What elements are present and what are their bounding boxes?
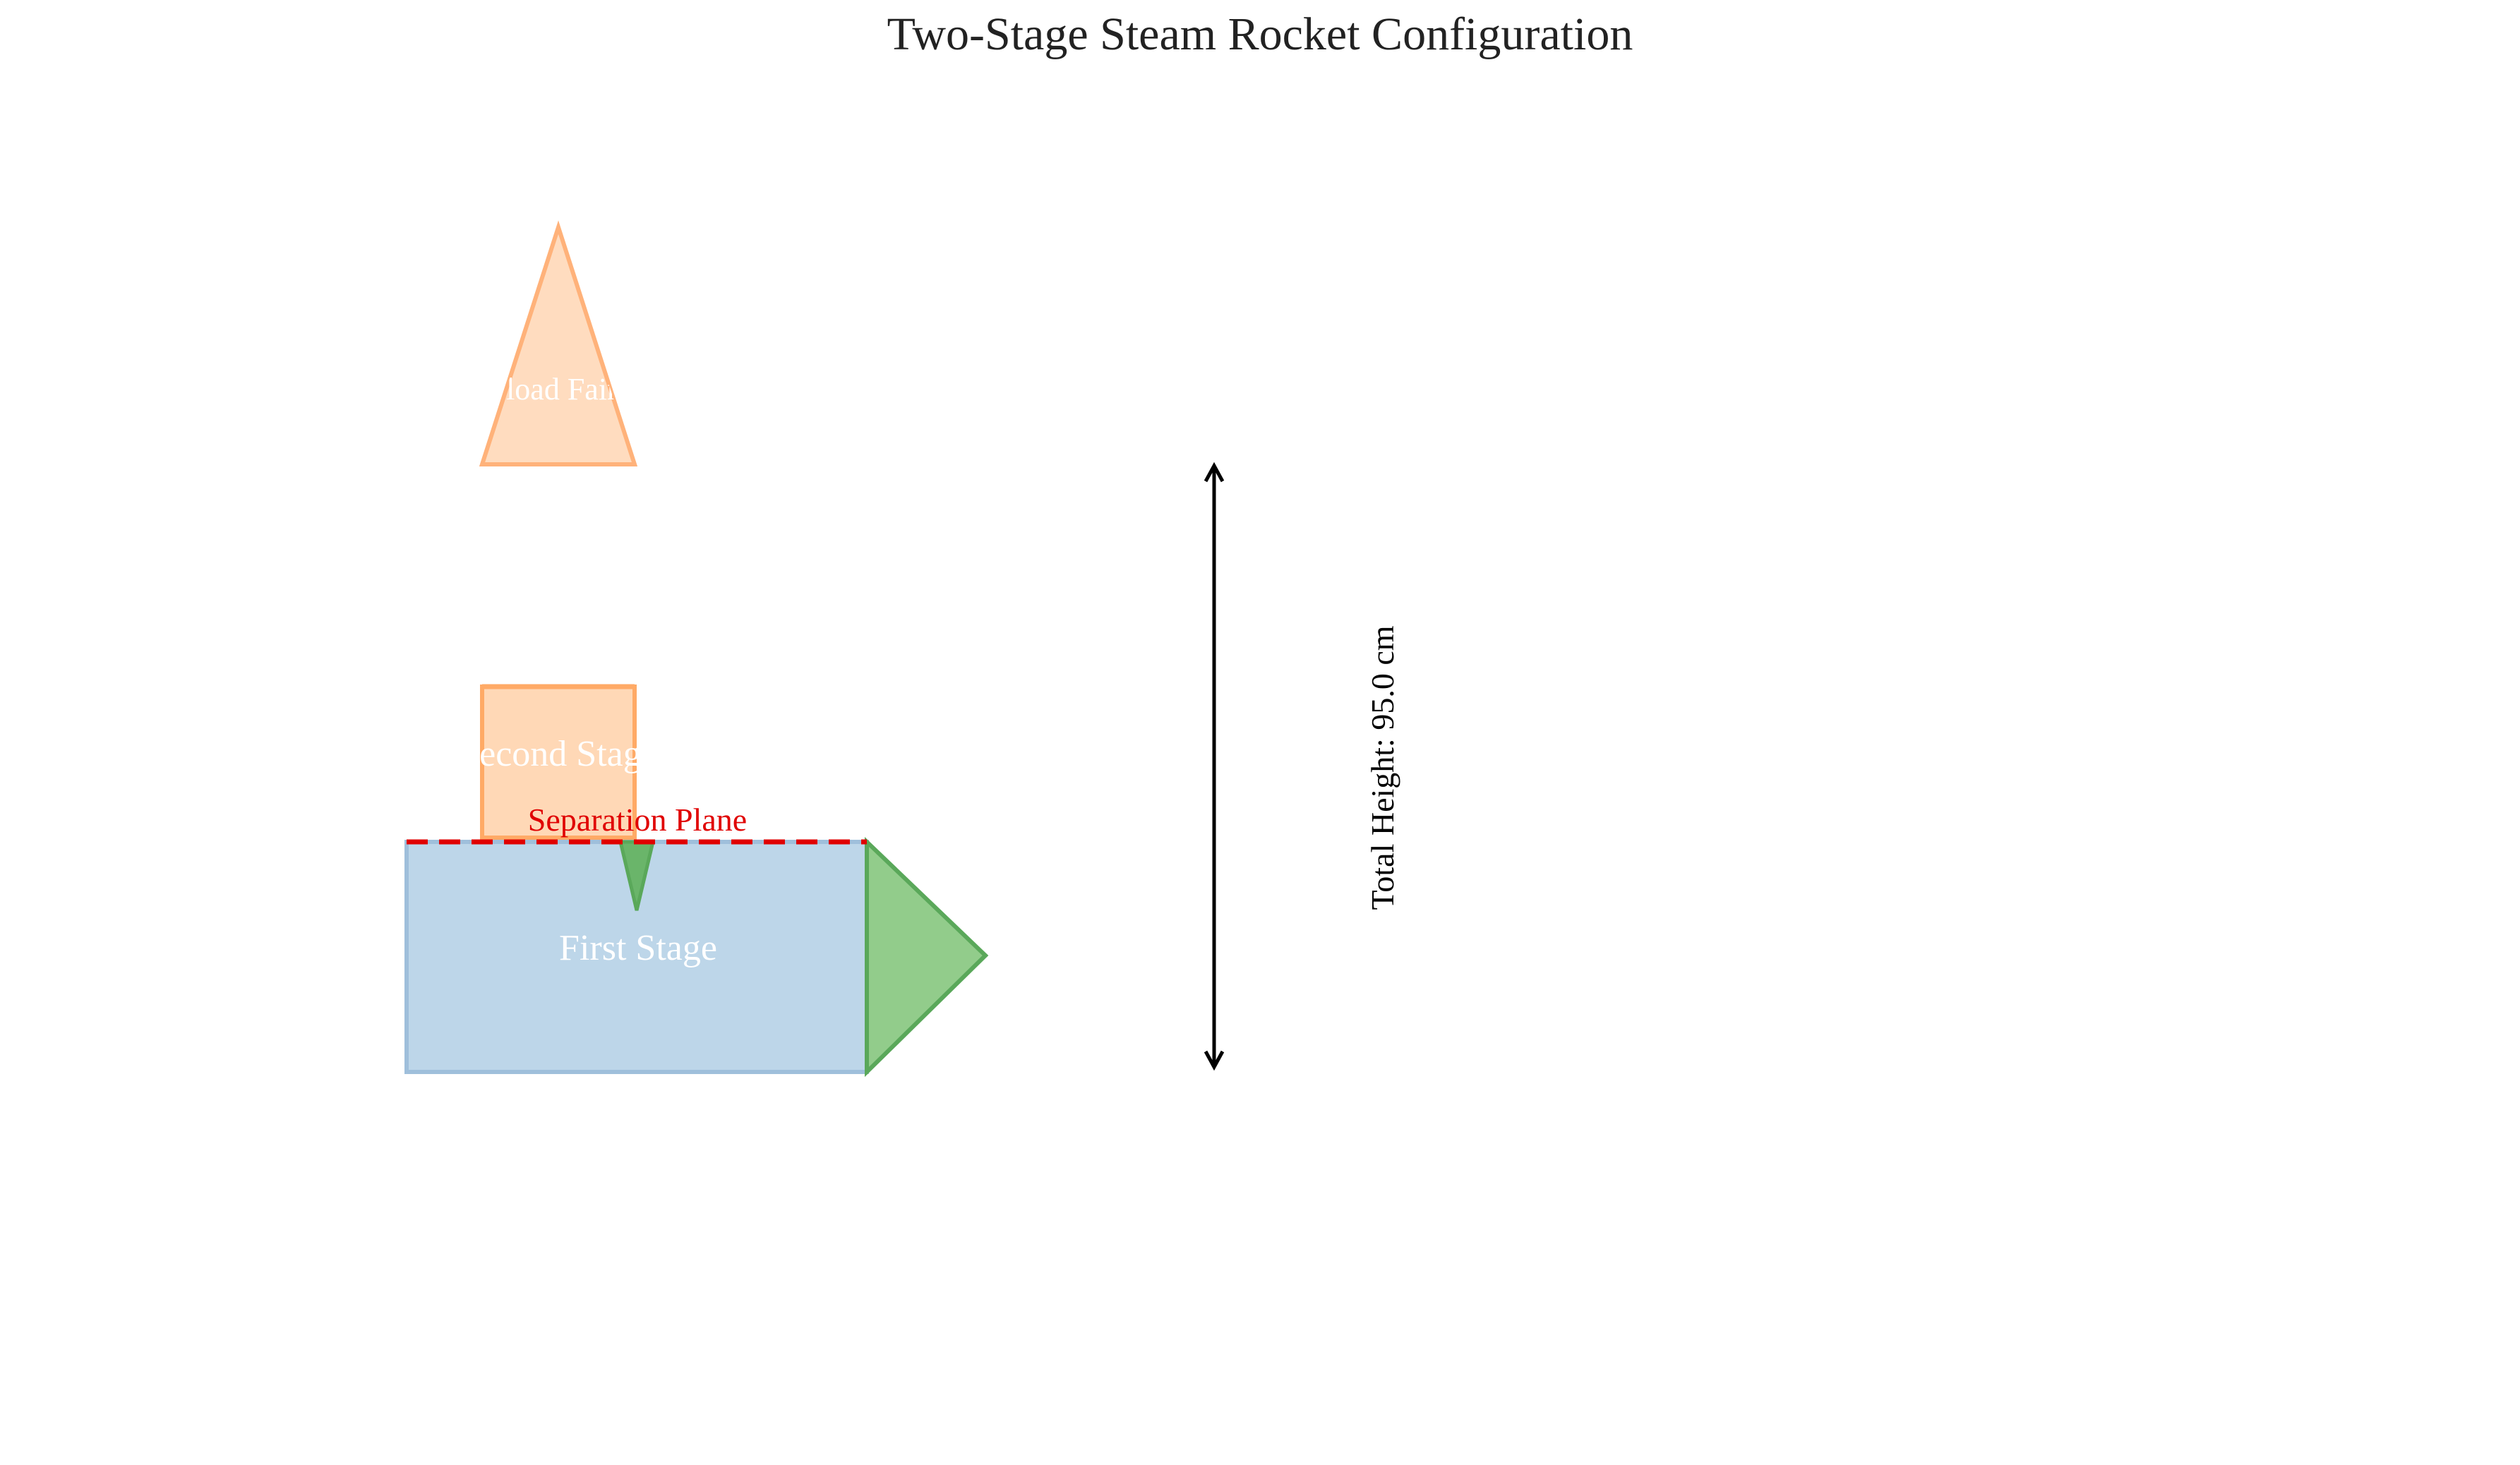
total-height-label: Total Height: 95.0 cm (1364, 625, 1400, 910)
height-arrow-top-icon (1204, 462, 1225, 483)
diagram-title: Two-Stage Steam Rocket Configuration (887, 8, 1633, 60)
payload-fairing-label: Payload Fairing (460, 372, 657, 406)
height-arrow-bottom-icon (1204, 1050, 1225, 1071)
first-stage-label: First Stage (559, 928, 717, 968)
second-stage-body (480, 685, 637, 840)
second-stage-label: Second Stage (459, 734, 658, 774)
separation-plane-label: Separation Plane (528, 802, 747, 838)
right-fin (865, 836, 989, 1078)
payload-fairing (479, 220, 638, 466)
